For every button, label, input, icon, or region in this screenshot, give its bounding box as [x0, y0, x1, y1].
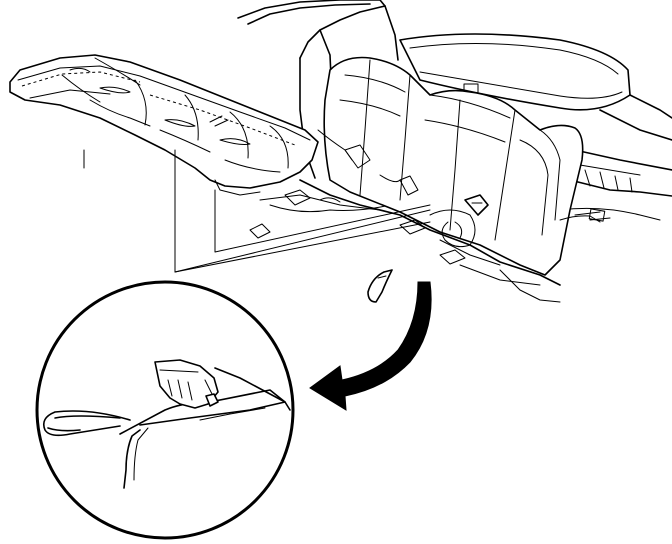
seat-cushion-retainer-wire — [249, 189, 489, 303]
curved-arrow-to-detail — [309, 281, 432, 411]
rear-seat-cushion — [9, 54, 319, 196]
callout-leaders — [83, 149, 431, 273]
vehicle-body-shell — [237, 0, 672, 303]
rear-seat-back — [317, 56, 606, 276]
magnified-detail-circle — [35, 280, 295, 540]
